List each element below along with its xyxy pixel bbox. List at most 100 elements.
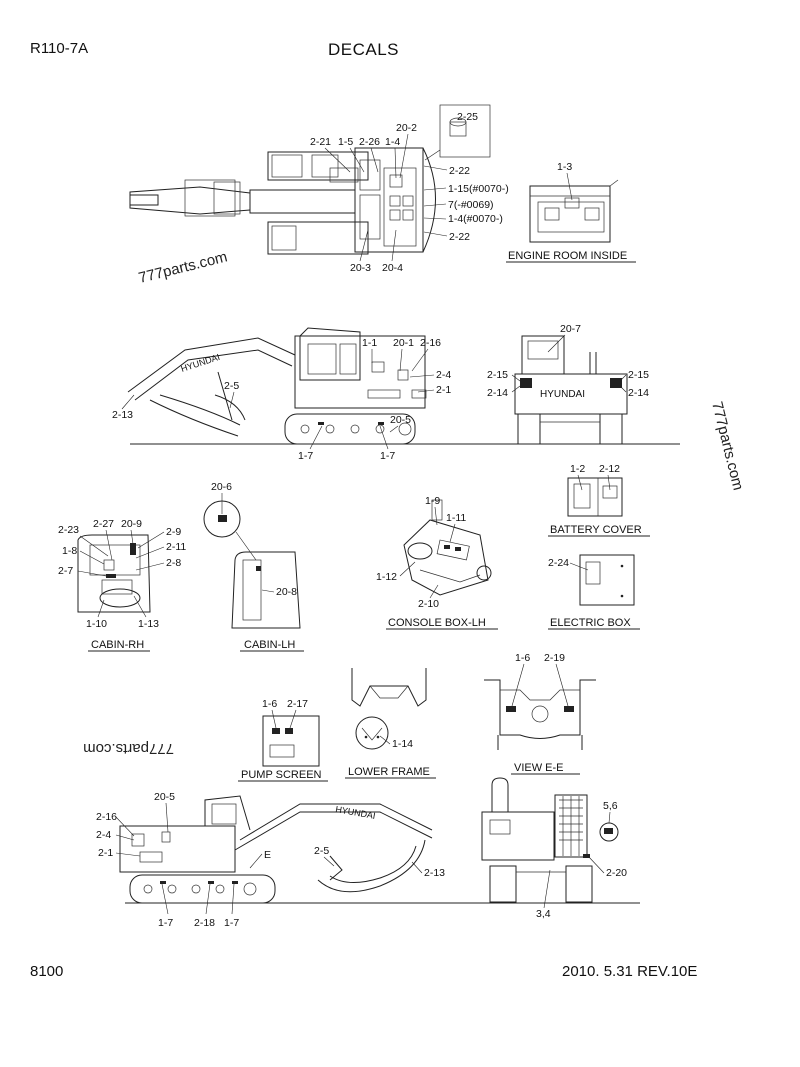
callout-cabin-rh-6: 2-8 <box>166 557 181 569</box>
callout-console-3: 2-10 <box>418 598 439 610</box>
callout-side-left-8: 1-7 <box>298 450 313 462</box>
callout-console-0: 1-9 <box>425 495 440 507</box>
callout-cabin-rh-7: 2-7 <box>58 565 73 577</box>
callout-front-2: 3,4 <box>536 908 551 920</box>
page-title: DECALS <box>328 40 400 59</box>
callout-pump-1: 2-17 <box>287 698 308 710</box>
callout-side-right-2: 2-4 <box>96 829 111 841</box>
callout-rear-1: 2-15 <box>487 369 508 381</box>
callout-rear-4: 2-14 <box>628 387 649 399</box>
callout-side-right-9: 1-7 <box>224 917 239 929</box>
callout-top-2: 2-21 <box>310 136 331 148</box>
callout-side-right-7: 1-7 <box>158 917 173 929</box>
lower-frame-drawing <box>351 668 427 750</box>
watermark-2: 777parts.com <box>708 400 746 492</box>
callout-cabin-rh-3: 2-9 <box>166 526 181 538</box>
callout-battery-1: 2-12 <box>599 463 620 475</box>
caption-battery-cover: BATTERY COVER <box>550 524 642 536</box>
callout-side-left-6: 2-13 <box>112 409 133 421</box>
callout-side-left-3: 2-4 <box>436 369 451 381</box>
caption-electric-box: ELECTRIC BOX <box>550 617 631 629</box>
caption-view-ee: VIEW E-E <box>514 762 564 774</box>
brand-logo-left: HYUNDAI <box>180 352 222 374</box>
side-view-right-drawing: HYUNDAI <box>119 795 433 904</box>
callout-top-12: 20-4 <box>382 262 403 274</box>
top-view-drawing <box>129 147 436 255</box>
callout-side-right-6: 2-13 <box>424 867 445 879</box>
callout-side-right-0: 20-5 <box>154 791 175 803</box>
caption-cabin-rh: CABIN-RH <box>91 639 144 651</box>
front-view-drawing <box>481 777 619 903</box>
callout-top-9: 1-4(#0070-) <box>448 213 503 225</box>
callout-cabin-rh-9: 1-13 <box>138 618 159 630</box>
caption-console-box: CONSOLE BOX-LH <box>388 617 486 629</box>
callout-cabin-rh-0: 2-23 <box>58 524 79 536</box>
cabin-rh-drawing <box>77 534 151 613</box>
callout-side-right-3: 2-1 <box>98 847 113 859</box>
page-number: 8100 <box>30 963 64 980</box>
callout-cabin-rh-8: 1-10 <box>86 618 107 630</box>
console-box-drawing <box>403 499 492 596</box>
revision-date: 2010. 5.31 REV.10E <box>562 963 698 980</box>
watermark-3: 777parts.com <box>83 740 174 757</box>
callout-engine-room-0: 1-3 <box>557 161 572 173</box>
callout-cabin-lh-1: 20-8 <box>276 586 297 598</box>
pump-screen-drawing <box>262 715 320 767</box>
rear-view-drawing: HYUNDAI <box>514 335 628 445</box>
side-view-left-drawing: HYUNDAI <box>127 327 427 445</box>
callout-side-right-5: 2-5 <box>314 845 329 857</box>
caption-engine-room: ENGINE ROOM INSIDE <box>508 250 627 262</box>
brand-logo-right: HYUNDAI <box>335 804 377 821</box>
cabin-lh-drawing <box>203 500 301 629</box>
callout-lower-frame-0: 1-14 <box>392 738 413 750</box>
callout-front-0: 5,6 <box>603 800 618 812</box>
engine-room-drawing <box>529 179 619 243</box>
callout-top-3: 1-5 <box>338 136 353 148</box>
callout-top-6: 2-22 <box>449 165 470 177</box>
callout-top-0: 2-25 <box>457 111 478 123</box>
watermark-1: 777parts.com <box>137 248 229 286</box>
caption-cabin-lh: CABIN-LH <box>244 639 295 651</box>
callout-side-right-1: 2-16 <box>96 811 117 823</box>
battery-cover-drawing <box>567 477 623 517</box>
caption-lower-frame: LOWER FRAME <box>348 766 430 778</box>
electric-box-drawing <box>579 554 635 606</box>
callout-rear-3: 2-15 <box>628 369 649 381</box>
callout-side-left-2: 2-16 <box>420 337 441 349</box>
callout-side-left-0: 1-1 <box>362 337 377 349</box>
callout-view-ee-0: 1-6 <box>515 652 530 664</box>
callout-console-2: 1-12 <box>376 571 397 583</box>
callout-pump-0: 1-6 <box>262 698 277 710</box>
callout-electric-0: 2-24 <box>548 557 569 569</box>
callout-cabin-lh-0: 20-6 <box>211 481 232 493</box>
callout-cabin-rh-2: 20-9 <box>121 518 142 530</box>
callout-side-right-8: 2-18 <box>194 917 215 929</box>
callout-console-1: 1-11 <box>446 512 466 524</box>
callout-cabin-rh-1: 2-27 <box>93 518 114 530</box>
callout-top-4: 2-26 <box>359 136 380 148</box>
view-ee-drawing <box>484 679 596 750</box>
callout-view-ee-1: 2-19 <box>544 652 565 664</box>
callout-side-left-1: 20-1 <box>393 337 414 349</box>
callout-side-left-9: 1-7 <box>380 450 395 462</box>
callout-front-1: 2-20 <box>606 867 627 879</box>
callout-side-left-4: 2-1 <box>436 384 451 396</box>
callout-rear-0: 20-7 <box>560 323 581 335</box>
callout-side-left-7: 20-5 <box>390 414 411 426</box>
callout-cabin-rh-5: 2-11 <box>166 541 186 553</box>
model-code: R110-7A <box>30 40 89 57</box>
callout-top-11: 20-3 <box>350 262 371 274</box>
callout-top-8: 7(-#0069) <box>448 199 494 211</box>
callout-rear-2: 2-14 <box>487 387 508 399</box>
callout-top-1: 20-2 <box>396 122 417 134</box>
caption-pump-screen: PUMP SCREEN <box>241 769 322 781</box>
callout-battery-0: 1-2 <box>570 463 585 475</box>
callout-side-left-5: 2-5 <box>224 380 239 392</box>
brand-logo-rear: HYUNDAI <box>540 389 585 400</box>
callout-side-right-4: E <box>264 849 271 861</box>
callout-top-7: 1-15(#0070-) <box>448 183 509 195</box>
top-detail-box <box>439 104 491 158</box>
callout-top-5: 1-4 <box>385 136 400 148</box>
callout-cabin-rh-4: 1-8 <box>62 545 77 557</box>
